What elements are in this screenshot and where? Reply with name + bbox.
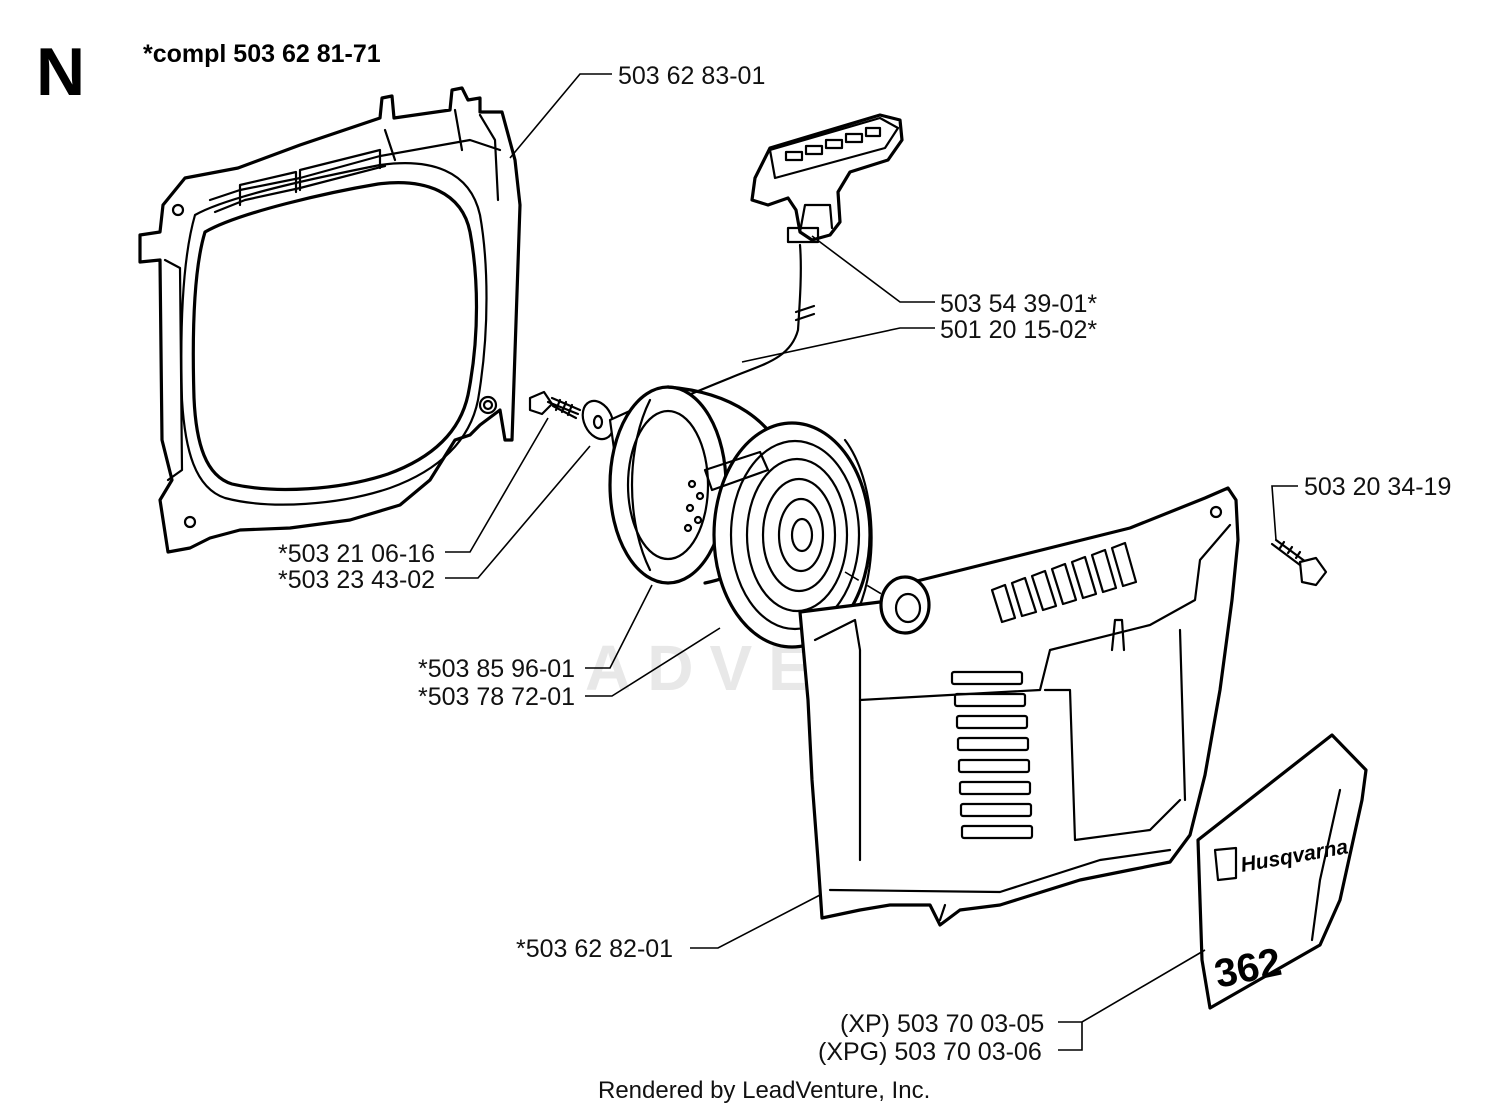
svg-text:*503 23 43-02: *503 23 43-02 — [278, 566, 435, 594]
recoil-spring — [703, 421, 873, 649]
svg-text:*503 78 72-01: *503 78 72-01 — [418, 683, 575, 711]
svg-text:503 20 34-19: 503 20 34-19 — [1304, 473, 1451, 501]
assembly-number: *compl 503 62 81-71 — [143, 40, 381, 68]
svg-text:*503 21 06-16: *503 21 06-16 — [278, 540, 435, 568]
svg-text:*503 85 96-01: *503 85 96-01 — [418, 655, 575, 683]
starter-cover — [798, 486, 1240, 927]
cover-screw — [1270, 538, 1328, 587]
label-503-23-43-02: *503 23 43-02 — [278, 445, 591, 594]
label-503-62-83-01: 503 62 83-01 — [509, 62, 765, 159]
label-501-20-15-02: 501 20 15-02* — [741, 316, 1097, 363]
center-screw — [528, 390, 582, 420]
svg-text:(XP) 503 70 03-05: (XP) 503 70 03-05 — [840, 1010, 1044, 1038]
label-503-70-03-05: (XP) 503 70 03-05 — [840, 949, 1206, 1038]
fan-housing-frame — [138, 86, 522, 554]
section-letter: N — [36, 34, 85, 110]
label-503-54-39-01: 503 54 39-01* — [811, 235, 1097, 318]
svg-text:(XPG) 503 70 03-06: (XPG) 503 70 03-06 — [818, 1038, 1042, 1066]
label-503-70-03-06: (XPG) 503 70 03-06 — [818, 1022, 1083, 1066]
label-503-78-72-01: *503 78 72-01 — [418, 627, 721, 711]
decal: Husqvarna 362 — [1196, 733, 1368, 1010]
svg-text:*503 62 82-01: *503 62 82-01 — [516, 935, 673, 963]
svg-text:501 20 15-02*: 501 20 15-02* — [940, 316, 1097, 344]
starter-handle — [638, 113, 904, 417]
label-503-85-96-01: *503 85 96-01 — [418, 584, 653, 683]
label-503-21-06-16: *503 21 06-16 — [278, 417, 549, 568]
washer — [581, 399, 615, 441]
label-503-62-82-01: *503 62 82-01 — [516, 894, 821, 963]
label-503-20-34-19: 503 20 34-19 — [1271, 473, 1451, 541]
svg-text:503 54 39-01*: 503 54 39-01* — [940, 290, 1097, 318]
svg-text:503 62 83-01: 503 62 83-01 — [618, 62, 765, 90]
credit-text: Rendered by LeadVenture, Inc. — [598, 1077, 930, 1104]
